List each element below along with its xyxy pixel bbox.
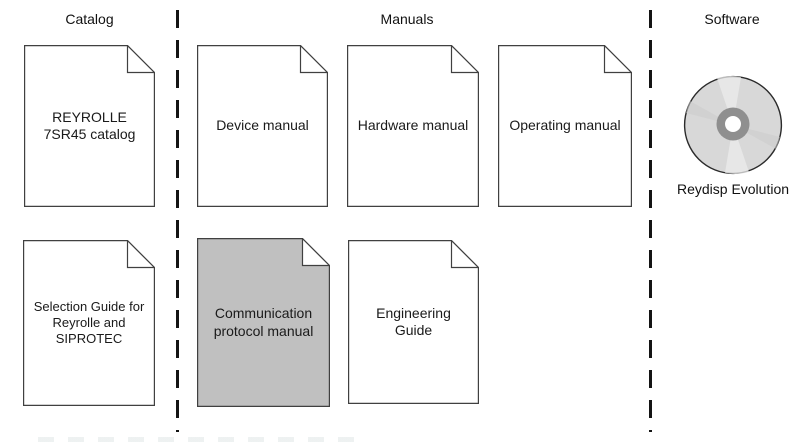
- document-icon: [348, 240, 479, 404]
- document-label: Device manual: [197, 45, 328, 207]
- folded-corner-icon: [450, 45, 479, 74]
- document-label: Operating manual: [498, 45, 632, 207]
- doc-label-line: Hardware manual: [357, 117, 469, 134]
- folded-corner-icon: [299, 45, 328, 74]
- document-icon: [498, 45, 632, 207]
- doc-label-line: Reyrolle and: [52, 315, 126, 331]
- document-communication-protocol-manual: Communication protocol manual: [197, 238, 330, 407]
- document-selection-guide: Selection Guide for Reyrolle and SIPROTE…: [23, 240, 155, 406]
- document-icon: [347, 45, 479, 207]
- document-icon: [197, 238, 330, 407]
- folded-corner-icon: [126, 45, 155, 74]
- divider-line-manuals-software: [649, 10, 652, 432]
- doc-label-line: SIPROTEC: [55, 330, 123, 346]
- document-label: Hardware manual: [347, 45, 479, 207]
- doc-label-line: REYROLLE: [52, 108, 127, 125]
- section-header-software: Software: [704, 11, 760, 27]
- doc-label-line: Selection Guide for: [33, 299, 145, 315]
- doc-label-line: protocol manual: [213, 322, 314, 339]
- section-header-manuals: Manuals: [380, 11, 434, 27]
- document-label: Selection Guide for Reyrolle and SIPROTE…: [23, 240, 155, 406]
- document-icon: [24, 45, 155, 207]
- doc-label-line: Engineering: [376, 304, 451, 321]
- doc-label-line: Device manual: [216, 117, 309, 134]
- document-icon: [197, 45, 328, 207]
- doc-label-line: Operating manual: [509, 117, 621, 134]
- section-header-catalog: Catalog: [65, 11, 114, 27]
- document-engineering-guide: Engineering Guide: [348, 240, 479, 404]
- document-operating-manual: Operating manual: [498, 45, 632, 207]
- folded-corner-icon: [603, 45, 632, 74]
- cd-label: Reydisp Evolution: [676, 181, 790, 197]
- document-reyrolle-7sr45-catalog: REYROLLE 7SR45 catalog: [24, 45, 155, 207]
- document-icon: [23, 240, 155, 406]
- doc-label-line: Communication: [214, 305, 313, 322]
- document-hardware-manual: Hardware manual: [347, 45, 479, 207]
- document-label: Engineering Guide: [348, 240, 479, 404]
- document-label: REYROLLE 7SR45 catalog: [24, 45, 155, 207]
- cd-disc-icon: [683, 75, 783, 175]
- doc-label-line: 7SR45 catalog: [43, 126, 136, 142]
- document-label: Communication protocol manual: [197, 238, 330, 407]
- doc-label-line: Guide: [394, 322, 433, 338]
- divider-line-catalog-manuals: [176, 10, 179, 432]
- folded-corner-icon: [301, 238, 330, 267]
- cropped-caption-remnant: [38, 437, 360, 442]
- folded-corner-icon: [450, 240, 479, 269]
- folded-corner-icon: [126, 240, 155, 269]
- document-device-manual: Device manual: [197, 45, 328, 207]
